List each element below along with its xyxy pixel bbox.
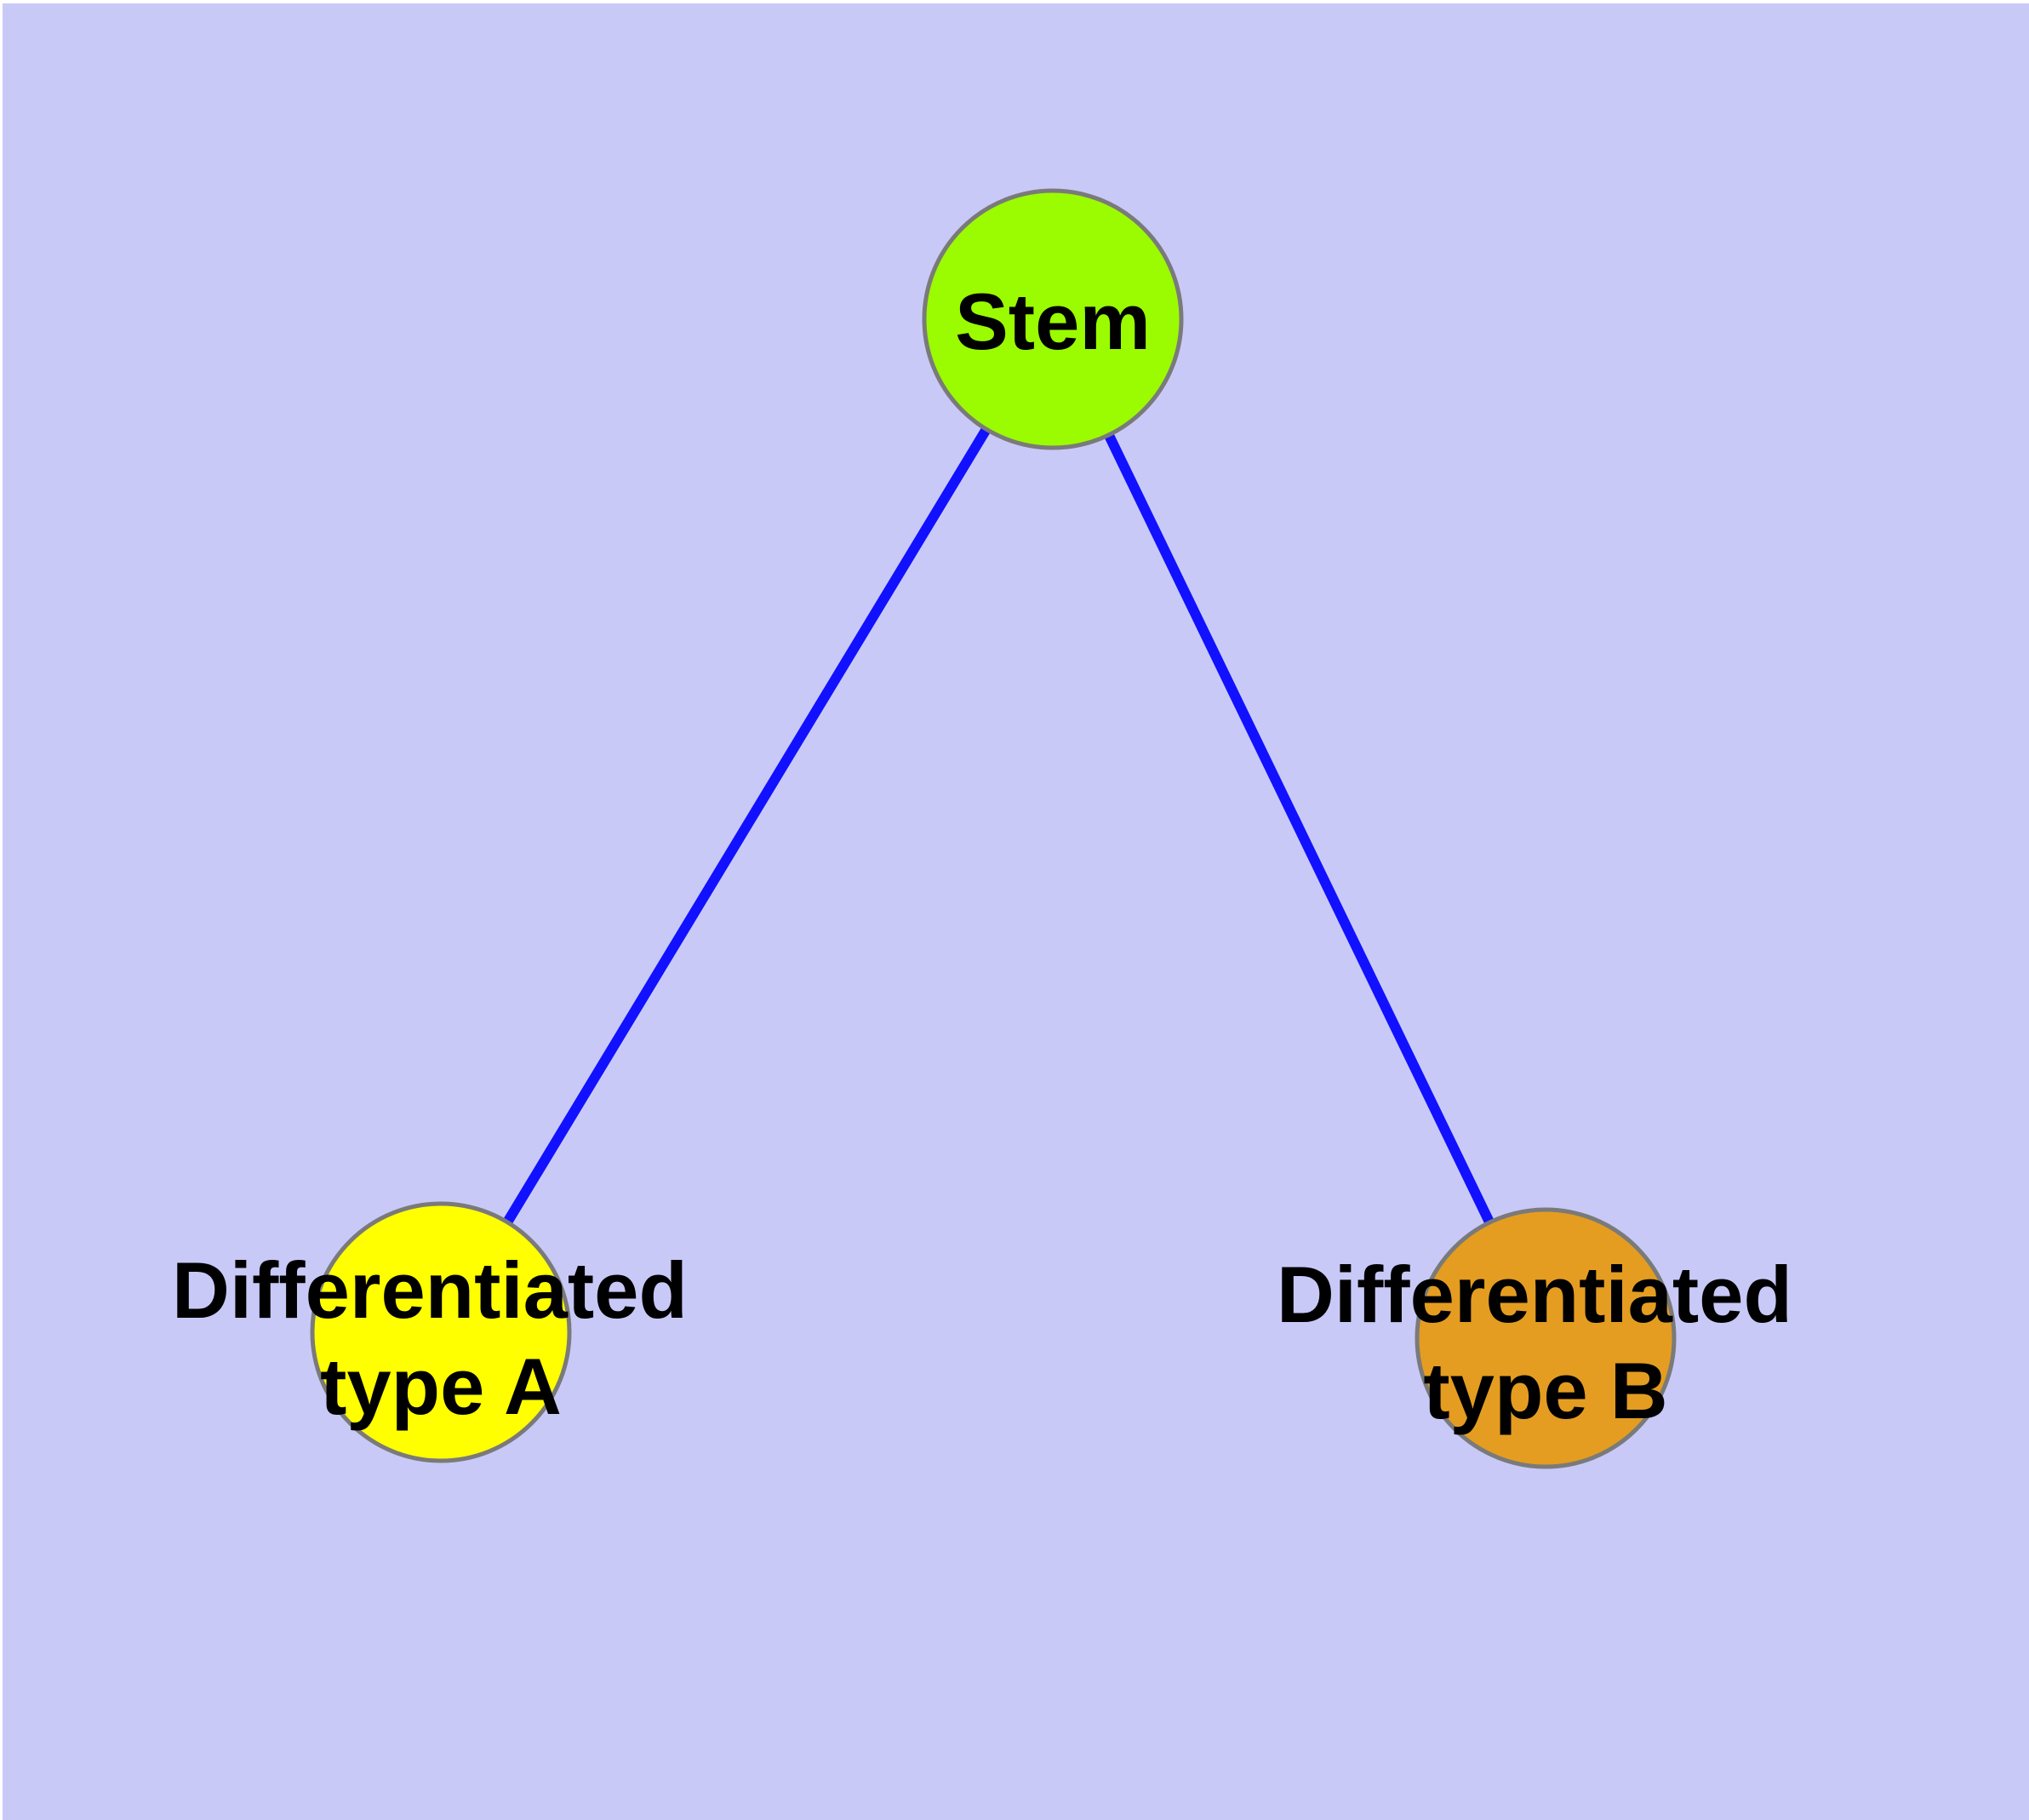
edges bbox=[436, 316, 1551, 1341]
node-labels: Stem Differentiated type A Differentiate… bbox=[172, 277, 1815, 1435]
node-type-b-label: Differentiated type B bbox=[1277, 1250, 1815, 1435]
node-type-b-label-line2: type B bbox=[1423, 1346, 1667, 1435]
node-type-b-label-line1: Differentiated bbox=[1277, 1250, 1792, 1339]
node-type-a-label-line2: type A bbox=[320, 1342, 562, 1431]
node-stem bbox=[922, 188, 1184, 450]
edge-stem-to-type-a bbox=[436, 316, 1058, 1336]
node-differentiated-type-b bbox=[1415, 1207, 1677, 1469]
node-type-a-label: Differentiated type A bbox=[172, 1245, 710, 1431]
left-margin bbox=[0, 0, 3, 1820]
node-differentiated-type-a bbox=[310, 1201, 572, 1463]
edge-stem-to-type-b bbox=[1048, 317, 1551, 1341]
node-type-a-label-line1: Differentiated bbox=[172, 1245, 688, 1335]
node-stem-label: Stem bbox=[955, 277, 1151, 366]
top-margin bbox=[0, 0, 2029, 3]
nodes bbox=[310, 188, 1677, 1469]
